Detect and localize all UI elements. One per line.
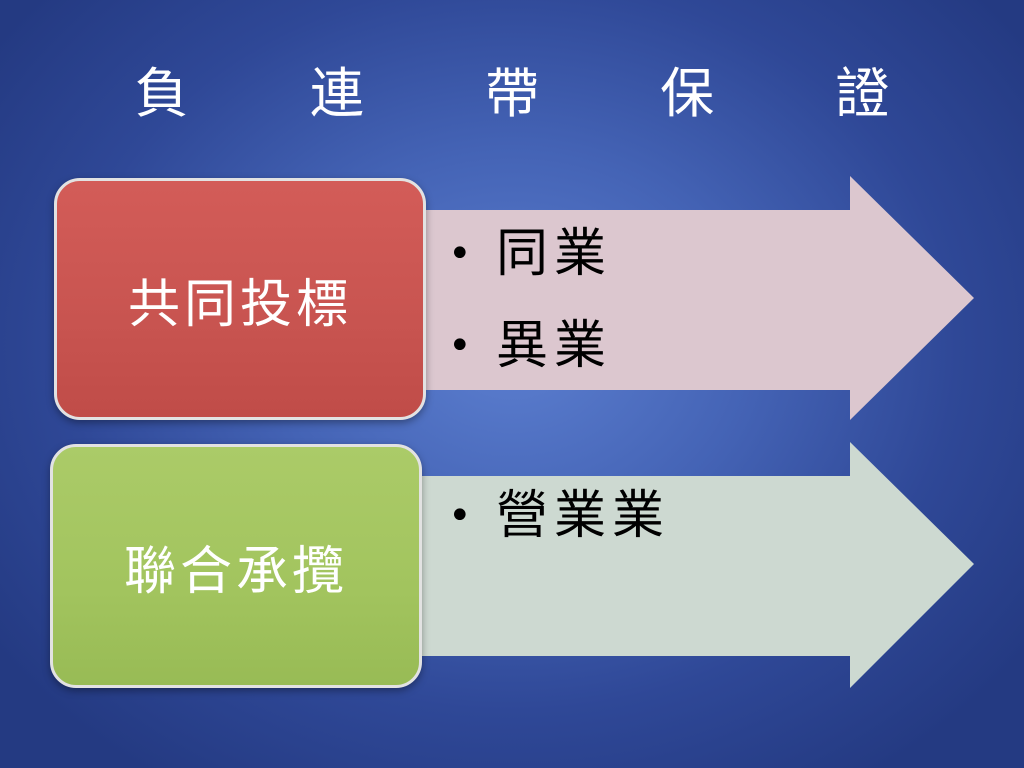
slide-title: 負 連 帶 保 證: [134, 62, 942, 125]
group-label-joint-contract: 聯合承攬: [50, 444, 422, 688]
bullet-list-joint-contract: 營業業: [446, 470, 670, 562]
group-label-text: 共同投標: [127, 274, 352, 335]
bullet-item: 同業: [446, 208, 612, 300]
bullet-list-joint-bid: 同業 異業: [446, 208, 612, 392]
group-label-text: 聯合承攬: [123, 541, 348, 602]
bullet-item: 營業業: [446, 470, 670, 562]
group-label-joint-bid: 共同投標: [54, 178, 426, 420]
bullet-item: 異業: [446, 300, 612, 392]
